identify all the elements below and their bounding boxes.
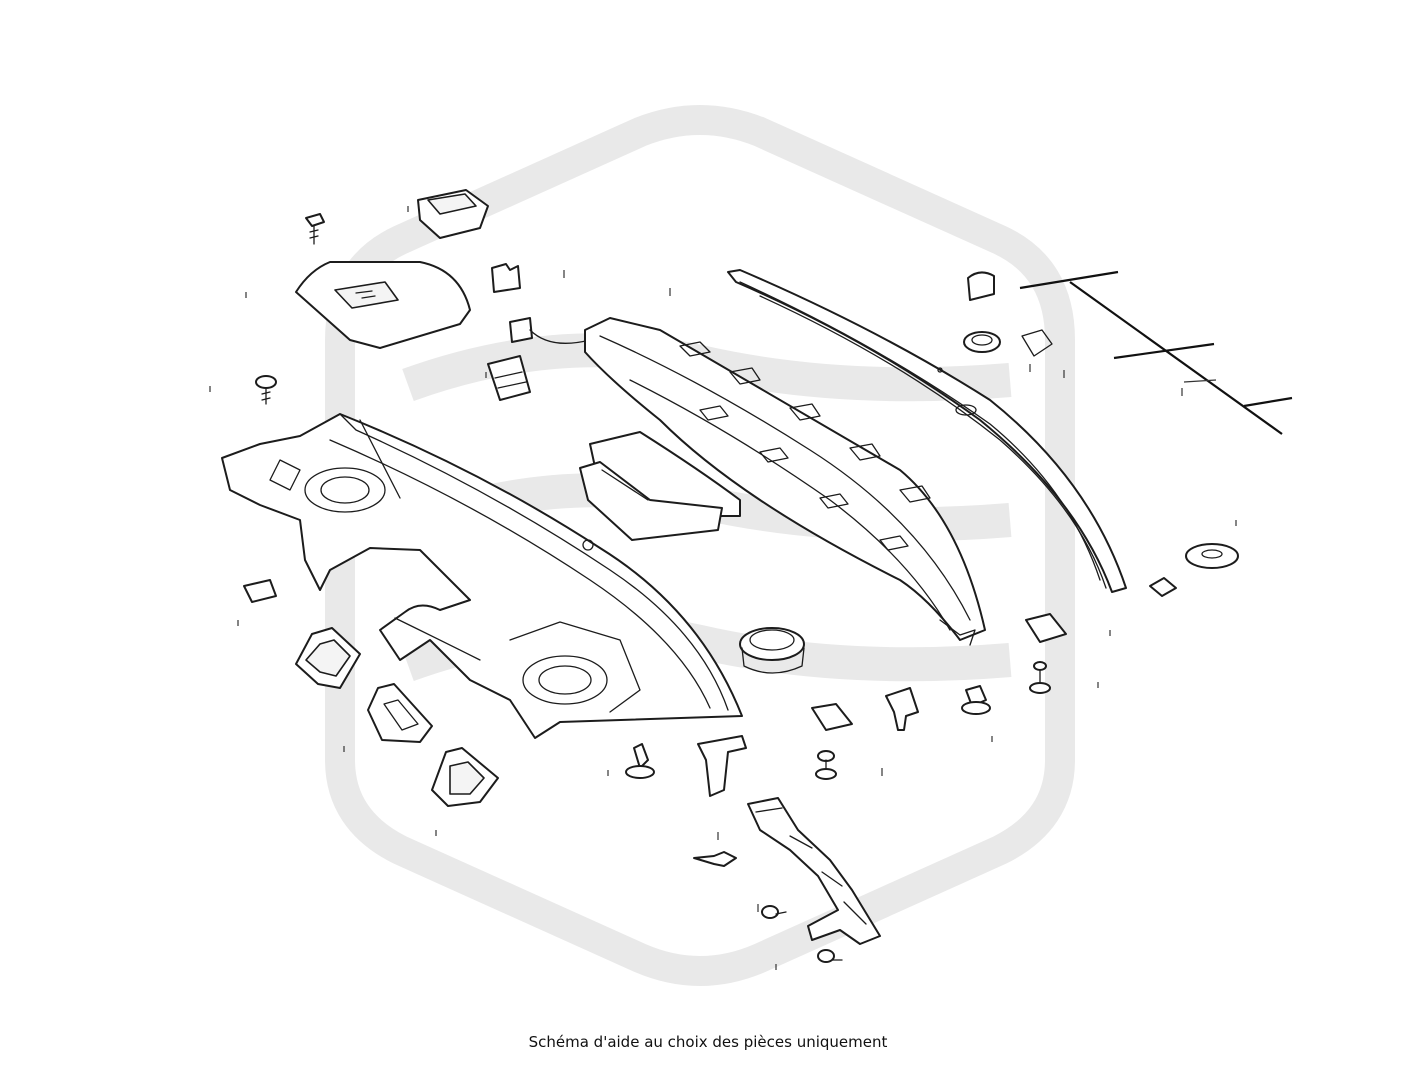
bolt-bottom (693, 851, 737, 867)
leader-lines (1019, 270, 1293, 435)
glovebox-door (579, 431, 741, 541)
bracket-z (697, 735, 747, 797)
side-vent-bezel (295, 627, 361, 689)
screw-top-left (305, 213, 325, 245)
push-pin-1 (625, 743, 655, 779)
screw-bottom-2 (817, 949, 843, 963)
clip-right (1025, 613, 1067, 643)
diagram-caption: Schéma d'aide au choix des pièces unique… (528, 1033, 888, 1051)
grommet (1185, 543, 1239, 569)
handle-bezel (367, 683, 433, 743)
reference-ticks (209, 206, 1237, 970)
screw-center (815, 750, 837, 780)
sensor-housing (963, 271, 1053, 357)
upper-trim-cover (295, 261, 471, 349)
push-clip-center (961, 685, 991, 715)
clip-left (243, 579, 277, 603)
switch-module-top (417, 189, 489, 239)
speed-nut (811, 703, 853, 731)
screw-left (255, 375, 277, 405)
wiring-connector (487, 263, 591, 401)
screw-bottom-1 (761, 905, 787, 919)
pushpin-right (1149, 577, 1177, 597)
mounting-bracket (747, 797, 881, 945)
speaker-ring (739, 627, 805, 674)
central-support-beam (584, 317, 986, 646)
rear-trim-rail (727, 269, 1127, 593)
t-clip (885, 687, 919, 731)
screw-right (1029, 661, 1051, 694)
dashboard-lower-panel (221, 413, 743, 739)
seat-heater-switch (431, 747, 499, 807)
